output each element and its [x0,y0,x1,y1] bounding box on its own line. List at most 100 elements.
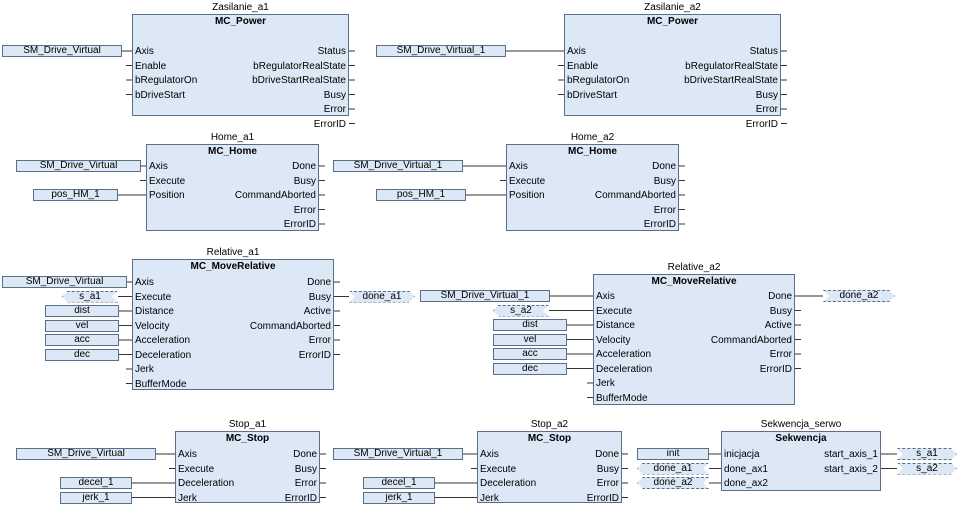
input-pin-axis[interactable]: Axis [135,277,154,288]
variable-axis1[interactable]: SM_Drive_Virtual [16,160,141,172]
input-pin-execute[interactable]: Execute [149,175,186,187]
output-pin-status[interactable]: Status [317,46,346,57]
input-pin-execute[interactable]: Execute [178,463,215,475]
output-pin-errorid[interactable]: ErrorID [586,492,619,504]
input-pin-axis[interactable]: Axis [509,161,528,172]
variable-dec[interactable]: dec [493,362,567,375]
input-pin-axis[interactable]: Axis [149,161,168,172]
input-pin-done_ax1[interactable]: done_ax1 [724,463,768,475]
input-pin-velocity[interactable]: Velocity [135,320,170,332]
input-pin-execute[interactable]: Execute [135,291,172,303]
input-pin-done_ax2[interactable]: done_ax2 [724,478,768,489]
input-pin-position[interactable]: Position [149,190,185,201]
output-pin-commandaborted[interactable]: CommandAborted [594,190,676,201]
input-pin-bregulatoron[interactable]: bRegulatorOn [135,75,198,86]
variable-jerk[interactable]: jerk_1 [363,491,435,504]
output-pin-error[interactable]: Error [293,204,316,216]
input-pin-axis[interactable]: Axis [135,46,154,57]
output-pin-status[interactable]: Status [749,46,778,57]
input-pin-axis[interactable]: Axis [480,449,499,460]
output-pin-errorid[interactable]: ErrorID [298,349,331,361]
variable-s-a2[interactable]: s_a2 [897,463,957,475]
variable-axis2[interactable]: SM_Drive_Virtual_1 [420,290,550,302]
output-pin-start_axis_2[interactable]: start_axis_2 [824,463,878,475]
input-pin-jerk[interactable]: Jerk [178,492,197,504]
variable-decel[interactable]: decel_1 [363,477,435,489]
input-pin-acceleration[interactable]: Acceleration [596,349,652,360]
variable-done-a2[interactable]: done_a2 [823,290,895,302]
variable-jerk[interactable]: jerk_1 [60,491,132,504]
variable-dist[interactable]: dist [493,319,567,331]
output-pin-active[interactable]: Active [764,320,792,331]
input-pin-deceleration[interactable]: Deceleration [596,363,653,375]
output-pin-error[interactable]: Error [308,335,331,346]
variable-s-a1[interactable]: s_a1 [897,448,957,460]
variable-pos-hm[interactable]: pos_HM_1 [376,189,466,201]
input-pin-enable[interactable]: Enable [135,60,167,72]
input-pin-bregulatoron[interactable]: bRegulatorOn [567,75,630,86]
output-pin-errorid[interactable]: ErrorID [284,492,317,504]
variable-axis2[interactable]: SM_Drive_Virtual_1 [376,45,506,57]
input-pin-jerk[interactable]: Jerk [480,492,499,504]
output-pin-error[interactable]: Error [769,349,792,360]
input-pin-axis[interactable]: Axis [178,449,197,460]
output-pin-done[interactable]: Done [768,291,792,302]
input-pin-buffermode[interactable]: BufferMode [135,378,187,390]
output-pin-bdrivestartrealstate[interactable]: bDriveStartRealState [684,75,778,86]
output-pin-busy[interactable]: Busy [769,305,792,317]
input-pin-axis[interactable]: Axis [596,291,615,302]
variable-pos-hm[interactable]: pos_HM_1 [33,189,118,201]
variable-decel[interactable]: decel_1 [60,477,132,489]
input-pin-deceleration[interactable]: Deceleration [178,478,235,489]
input-pin-jerk[interactable]: Jerk [596,378,615,389]
output-pin-done[interactable]: Done [307,277,331,288]
output-pin-commandaborted[interactable]: CommandAborted [710,334,792,346]
input-pin-bdrivestart[interactable]: bDriveStart [135,89,186,101]
output-pin-commandaborted[interactable]: CommandAborted [234,190,316,201]
output-pin-active[interactable]: Active [303,306,331,317]
input-pin-velocity[interactable]: Velocity [596,334,631,346]
variable-acc[interactable]: acc [493,348,567,360]
output-pin-done[interactable]: Done [595,449,619,460]
output-pin-busy[interactable]: Busy [308,291,331,303]
variable-axis2[interactable]: SM_Drive_Virtual_1 [333,160,463,172]
output-pin-errorid[interactable]: ErrorID [745,118,778,130]
output-pin-busy[interactable]: Busy [294,463,317,475]
input-pin-jerk[interactable]: Jerk [135,364,154,375]
input-pin-position[interactable]: Position [509,190,545,201]
input-pin-execute[interactable]: Execute [509,175,546,187]
output-pin-busy[interactable]: Busy [653,175,676,187]
output-pin-bregulatorrealstate[interactable]: bRegulatorRealState [685,60,778,72]
input-pin-distance[interactable]: Distance [596,320,635,331]
variable-dec[interactable]: dec [45,348,119,361]
variable-axis1[interactable]: SM_Drive_Virtual [16,448,156,460]
input-pin-inicjacja[interactable]: inicjacja [724,449,760,460]
output-pin-error[interactable]: Error [755,104,778,115]
input-pin-distance[interactable]: Distance [135,306,174,317]
output-pin-busy[interactable]: Busy [596,463,619,475]
output-pin-start_axis_1[interactable]: start_axis_1 [824,449,878,460]
output-pin-errorid[interactable]: ErrorID [283,219,316,230]
input-pin-enable[interactable]: Enable [567,60,599,72]
variable-done-a1[interactable]: done_a1 [349,291,415,303]
input-pin-axis[interactable]: Axis [567,46,586,57]
output-pin-busy[interactable]: Busy [323,89,346,101]
variable-vel[interactable]: vel [45,319,119,332]
variable-acc[interactable]: acc [45,334,119,346]
variable-s-a2[interactable]: s_a2 [493,305,549,317]
input-pin-execute[interactable]: Execute [596,305,633,317]
output-pin-done[interactable]: Done [652,161,676,172]
variable-init[interactable]: init [637,448,709,460]
variable-vel[interactable]: vel [493,333,567,346]
variable-axis2[interactable]: SM_Drive_Virtual_1 [333,448,463,460]
input-pin-acceleration[interactable]: Acceleration [135,335,191,346]
output-pin-done[interactable]: Done [292,161,316,172]
variable-axis1[interactable]: SM_Drive_Virtual [2,276,127,288]
output-pin-errorid[interactable]: ErrorID [313,118,346,130]
input-pin-buffermode[interactable]: BufferMode [596,392,648,404]
